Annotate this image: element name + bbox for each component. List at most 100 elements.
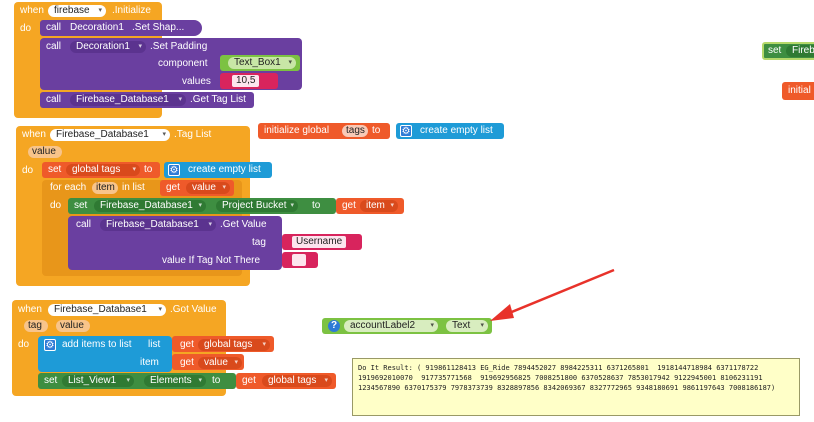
component-dropdown-partial[interactable]: Fireb (786, 45, 814, 57)
dropdown-label: Firebase_Database1 (106, 219, 199, 230)
dropdown-label: accountLabel2 (350, 320, 416, 331)
dropdown-arrow-icon: ▾ (390, 202, 394, 209)
property-dropdown[interactable]: Elements ▾ (144, 375, 206, 387)
get-dropdown[interactable]: value ▾ (198, 357, 242, 369)
set-keyword: set (48, 164, 62, 175)
set-keyword: set (74, 200, 88, 211)
get-dropdown[interactable]: value ▾ (186, 182, 230, 194)
add-items-to-list-block[interactable] (38, 336, 172, 372)
dropdown-label: List_View1 (68, 375, 117, 386)
get-keyword: get (166, 182, 180, 193)
get-dropdown[interactable]: item ▾ (360, 200, 398, 212)
event-param-value[interactable]: value (28, 146, 62, 158)
dropdown-arrow-icon: ▾ (158, 306, 162, 313)
dropdown-arrow-icon: ▾ (234, 359, 238, 366)
method-name: .Set Padding (150, 41, 208, 52)
get-keyword: get (242, 375, 256, 386)
dropdown-label: value (204, 357, 228, 368)
dropdown-arrow-icon: ▾ (324, 377, 328, 384)
dropdown-arrow-icon: ▾ (198, 377, 202, 384)
component-dropdown[interactable]: List_View1▾ (62, 375, 134, 387)
for-each-keyword: for each (50, 182, 87, 193)
dropdown-label: Elements (150, 375, 192, 386)
dropdown-arrow-icon: ▾ (138, 43, 142, 50)
dropdown-arrow-icon: ▾ (222, 184, 226, 191)
mutator-gear-icon[interactable]: ⚙ (400, 125, 412, 137)
dropdown-arrow-icon: ▾ (198, 202, 202, 209)
question-icon[interactable]: ? (328, 320, 340, 332)
method-name: .Get Value (220, 219, 267, 230)
dropdown-label: global tags (72, 164, 121, 175)
dropdown-label: global tags (268, 375, 317, 386)
when-keyword: when (22, 129, 46, 140)
when-keyword: when (18, 304, 42, 315)
arg-label-item: item (140, 357, 159, 368)
init-label: initialize global (264, 125, 330, 136)
text-value-empty[interactable] (292, 254, 306, 266)
var-name-field[interactable]: tags (342, 125, 368, 137)
set-keyword: set (44, 375, 58, 386)
get-dropdown[interactable]: global tags▾ (198, 339, 270, 351)
component-dropdown[interactable]: Decoration1 ▾ (70, 41, 146, 53)
create-empty-list-label: create empty list (420, 125, 493, 136)
do-keyword: do (22, 165, 34, 176)
component-dropdown[interactable]: Firebase_Database1 ▾ (50, 129, 170, 141)
dropdown-arrow-icon: ▾ (262, 341, 266, 348)
dropdown-arrow-icon: ▾ (132, 166, 136, 173)
arg-label-component: component (158, 58, 208, 69)
loop-var-field[interactable]: item (92, 182, 118, 194)
add-items-label: add items to list (62, 339, 132, 350)
var-dropdown[interactable]: global tags ▾ (66, 164, 140, 176)
dropdown-label: Firebase_Database1 (100, 200, 193, 211)
property-dropdown[interactable]: Project Bucket▾ (216, 200, 298, 212)
text-value[interactable]: Username (292, 236, 347, 248)
create-empty-list-block[interactable] (164, 162, 272, 178)
dropdown-label: item (366, 200, 385, 211)
dropdown-arrow-icon: ▾ (208, 221, 212, 228)
component-dropdown[interactable]: Firebase_Database1 ▾ (70, 94, 186, 106)
loop-var-label: item (96, 182, 115, 193)
do-keyword: do (50, 200, 62, 211)
init-block-partial[interactable] (782, 82, 814, 100)
component-dropdown[interactable]: Firebase_Database1 ▾ (94, 200, 206, 212)
dropdown-arrow-icon: ▾ (480, 322, 484, 329)
set-keyword: set (768, 45, 782, 56)
param-label: value (60, 320, 84, 331)
arg-label-list: list (148, 339, 161, 350)
component-dropdown[interactable]: Text_Box1▾ (228, 57, 296, 69)
component-dropdown[interactable]: Firebase_Database1 ▾ (100, 219, 216, 231)
call-block-set-shape[interactable] (40, 20, 202, 36)
dropdown-label: Firebase_Database1 (76, 94, 169, 105)
component-dropdown[interactable]: accountLabel2▾ (344, 320, 438, 332)
dropdown-arrow-icon: ▾ (178, 96, 182, 103)
var-name-label: tags (346, 125, 365, 136)
event-name: .Got Value (170, 304, 217, 315)
event-param-tag[interactable]: tag (24, 320, 48, 332)
call-keyword: call (46, 94, 62, 105)
method-name: .Get Tag List (190, 94, 246, 105)
dropdown-label: value (192, 182, 216, 193)
to-keyword: to (212, 375, 221, 386)
call-keyword: call (46, 41, 62, 52)
get-dropdown[interactable]: global tags ▾ (262, 375, 332, 387)
dropdown-label: Text_Box1 (234, 57, 281, 68)
mutator-gear-icon[interactable]: ⚙ (168, 164, 180, 176)
arg-label-values: values (182, 76, 211, 87)
param-label: value (32, 146, 56, 157)
property-dropdown[interactable]: Text▾ (446, 320, 488, 332)
mutator-gear-icon[interactable]: ⚙ (44, 339, 56, 351)
do-it-result-bubble: Do It Result: ( 919861128413 EG_Ride 789… (352, 358, 800, 416)
get-keyword: get (180, 339, 194, 350)
get-keyword: get (180, 357, 194, 368)
call-keyword: call (76, 219, 92, 230)
dropdown-label: Firebase_Database1 (54, 304, 147, 315)
component-dropdown[interactable]: Firebase_Database1 ▾ (48, 304, 166, 316)
text-value[interactable]: 10,5 (232, 75, 260, 87)
create-empty-list-block[interactable] (396, 123, 504, 139)
dropdown-arrow-icon: ▾ (162, 131, 166, 138)
dropdown-label: Firebase_Database1 (56, 129, 149, 140)
dropdown-label: Decoration1 (76, 41, 130, 52)
event-param-value[interactable]: value (56, 320, 90, 332)
component-dropdown[interactable]: firebase▾ (48, 5, 106, 17)
